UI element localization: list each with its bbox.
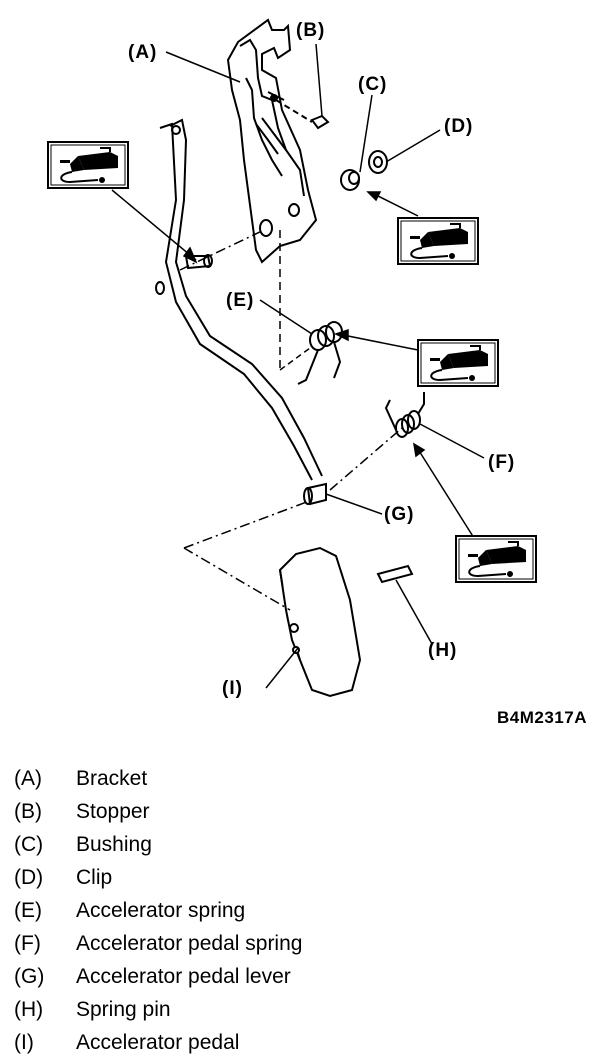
legend-text: Accelerator spring	[76, 898, 246, 922]
legend-text: Accelerator pedal	[76, 1030, 240, 1054]
legend-key: (B)	[14, 799, 42, 823]
legend-text: Clip	[76, 865, 113, 889]
clip-part	[368, 150, 388, 174]
legend-text: Spring pin	[76, 997, 171, 1021]
assembly-lines	[179, 229, 403, 611]
callout-i: (I)	[222, 678, 243, 699]
grease-gun-icon	[417, 339, 499, 387]
legend-item: (E) Accelerator spring	[14, 894, 302, 927]
bracket-part	[226, 18, 318, 264]
grease-gun-icon	[47, 141, 129, 189]
legend-text: Stopper	[76, 799, 150, 823]
legend-item: (D) Clip	[14, 861, 302, 894]
legend-item: (H) Spring pin	[14, 993, 302, 1026]
grease-gun-icon	[455, 535, 537, 583]
callout-f: (F)	[488, 452, 515, 473]
callout-h: (H)	[428, 640, 457, 661]
legend-item: (F) Accelerator pedal spring	[14, 927, 302, 960]
callout-g: (G)	[384, 504, 414, 525]
callout-e: (E)	[226, 290, 254, 311]
legend-item: (C) Bushing	[14, 828, 302, 861]
legend-item: (G) Accelerator pedal lever	[14, 960, 302, 993]
legend-key: (A)	[14, 766, 42, 790]
callout-c: (C)	[358, 74, 387, 95]
callout-a: (A)	[128, 42, 157, 63]
legend-text: Accelerator pedal spring	[76, 931, 303, 955]
legend-key: (C)	[14, 832, 44, 856]
grease-gun-icon	[397, 217, 479, 265]
legend-key: (D)	[14, 865, 44, 889]
legend-item: (A) Bracket	[14, 762, 302, 795]
accelerator-spring-part	[279, 230, 343, 385]
exploded-diagram: (A) (B) (C) (D) (E) (F) (G) (H) (I)	[47, 18, 537, 699]
stopper-part	[275, 43, 330, 130]
spring-pin-part	[376, 564, 414, 584]
pedal-part	[278, 546, 362, 698]
bushing-part	[340, 169, 360, 191]
legend-key: (G)	[14, 964, 45, 988]
parts-legend: (A) Bracket (B) Stopper (C) Bushing (D) Clip…	[14, 762, 302, 1059]
legend-key: (I)	[14, 1030, 34, 1054]
legend-item: (I) Accelerator pedal	[14, 1026, 302, 1059]
pedal-lever-part	[155, 118, 327, 506]
leader-lines	[111, 51, 485, 689]
legend-key: (E)	[14, 898, 42, 922]
legend-key: (F)	[14, 931, 41, 955]
legend-key: (H)	[14, 997, 44, 1021]
callout-d: (D)	[444, 116, 473, 137]
legend-item: (B) Stopper	[14, 795, 302, 828]
pedal-spring-part	[384, 392, 425, 438]
figure-code: B4M2317A	[497, 708, 587, 727]
callout-b: (B)	[296, 20, 325, 41]
legend-text: Bushing	[76, 832, 152, 856]
legend-text: Accelerator pedal lever	[76, 964, 291, 988]
legend-text: Bracket	[76, 766, 148, 790]
